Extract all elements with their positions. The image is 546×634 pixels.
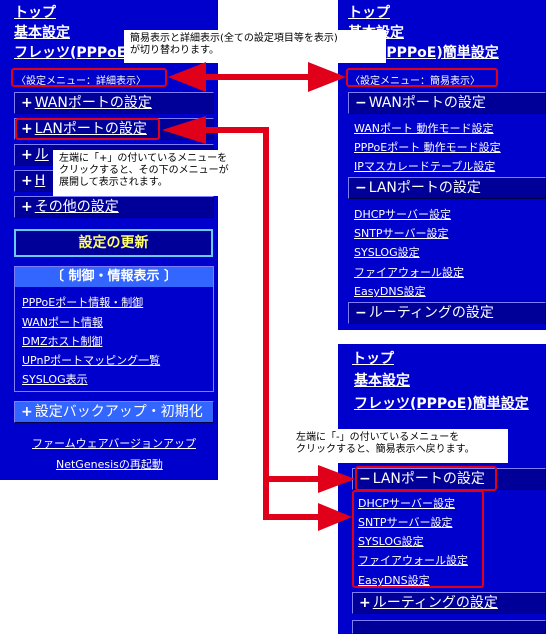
control-info-section xyxy=(14,266,214,392)
menu-label: LANポートの設定 xyxy=(34,121,147,137)
link-syslog-view[interactable]: SYSLOG表示 xyxy=(22,373,88,386)
link-sntp-server[interactable]: SNTPサーバー設定 xyxy=(354,227,449,240)
menu-wan-port[interactable]: +WANポートの設定 xyxy=(14,92,214,114)
collapse-minus-icon: − xyxy=(355,95,367,111)
link-syslog-setting[interactable]: SYSLOG設定 xyxy=(358,535,424,548)
link-dhcp-server[interactable]: DHCPサーバー設定 xyxy=(358,497,455,510)
link-easydns[interactable]: EasyDNS設定 xyxy=(354,285,426,298)
connector-line xyxy=(200,74,340,80)
menu-label: ルーティングの設定 xyxy=(368,305,494,321)
menu-mode-toggle[interactable]: 〈設定メニュー：簡易表示〉 xyxy=(350,76,480,87)
link-wan-port-info[interactable]: WANポート情報 xyxy=(22,316,104,329)
menu-label: LANポートの設定 xyxy=(372,471,485,487)
nav-link-top[interactable]: トップ xyxy=(14,5,56,21)
connector-line xyxy=(263,127,269,520)
menu-label: ル xyxy=(34,147,49,163)
menu-label: WANポートの設定 xyxy=(368,95,486,111)
link-pppoe-port-info[interactable]: PPPoEポート情報・制御 xyxy=(22,296,144,309)
expand-plus-icon: + xyxy=(21,147,33,163)
arrow-right-icon xyxy=(308,62,346,92)
expand-plus-icon: + xyxy=(21,173,33,189)
menu-backup-reset[interactable]: +設定バックアップ・初期化 xyxy=(14,401,214,423)
menu-routing[interactable]: −ルーティングの設定 xyxy=(348,302,546,324)
callout-line: 左端に「-」の付いているメニューを xyxy=(296,432,460,443)
link-dmz-host[interactable]: DMZホスト制御 xyxy=(22,335,103,348)
nav-link-top[interactable]: トップ xyxy=(352,351,394,367)
link-syslog-setting[interactable]: SYSLOG設定 xyxy=(354,246,420,259)
connector-line xyxy=(200,127,269,133)
link-firewall[interactable]: ファイアウォール設定 xyxy=(354,266,464,279)
callout-collapse-explanation: 左端に「-」の付いているメニューを クリックすると、簡易表示へ戻ります。 xyxy=(290,429,508,463)
collapse-minus-icon: − xyxy=(359,471,371,487)
nav-link-flets-pppoe-simple[interactable]: フレッツ(PPPoE)簡単設定 xyxy=(354,396,529,412)
arrow-right-icon xyxy=(318,503,352,531)
callout-line: クリックすると、簡易表示へ戻ります。 xyxy=(296,444,475,455)
menu-lan-port[interactable]: −LANポートの設定 xyxy=(348,177,546,199)
expand-plus-icon: + xyxy=(359,595,371,611)
collapse-minus-icon: − xyxy=(355,180,367,196)
nav-link-basic-settings[interactable]: 基本設定 xyxy=(14,25,70,41)
highlight-lan-menu xyxy=(15,118,160,140)
callout-line: クリックすると、その下のメニューが xyxy=(59,165,229,176)
link-wan-mode[interactable]: WANポート 動作モード設定 xyxy=(354,122,494,135)
callout-line: 展開して表示されます。 xyxy=(59,177,168,188)
link-pppoe-mode[interactable]: PPPoEポート 動作モード設定 xyxy=(354,141,501,154)
nav-link-flets-pppoe[interactable]: フレッツ(PPPoE) xyxy=(14,45,133,61)
callout-expand-explanation: 左端に「+」の付いているメニューを クリックすると、その下のメニューが 展開して… xyxy=(53,150,262,196)
link-reboot[interactable]: NetGenesisの再起動 xyxy=(56,458,163,471)
callout-toggle-explanation: 簡易表示と詳細表示(全ての設定項目等を表示) が切り替わります。 xyxy=(124,30,386,63)
menu-lan-port[interactable]: +LANポートの設定 xyxy=(14,118,214,140)
link-dhcp-server[interactable]: DHCPサーバー設定 xyxy=(354,208,451,221)
callout-line: 簡易表示と詳細表示(全ての設定項目等を表示) xyxy=(130,33,338,44)
menu-label: 設定バックアップ・初期化 xyxy=(34,404,203,420)
menu-wan-port[interactable]: −WANポートの設定 xyxy=(348,92,546,114)
menu-mode-toggle[interactable]: 〈設定メニュー：詳細表示〉 xyxy=(16,76,146,87)
arrow-left-icon xyxy=(162,116,206,144)
update-settings-button[interactable]: 設定の更新 xyxy=(14,229,213,257)
arrow-left-icon xyxy=(168,62,206,92)
menu-label: WANポートの設定 xyxy=(34,95,152,111)
link-easydns[interactable]: EasyDNS設定 xyxy=(358,574,430,587)
expand-plus-icon: + xyxy=(21,199,33,215)
menu-label: ルーティングの設定 xyxy=(372,595,498,611)
callout-line: が切り替わります。 xyxy=(130,45,219,56)
nav-link-basic-settings[interactable]: 基本設定 xyxy=(354,373,410,389)
nav-link-pppoe-simple[interactable]: (PPPoE)簡単設定 xyxy=(380,45,499,61)
connector-line xyxy=(263,476,323,482)
expand-plus-icon: + xyxy=(21,404,33,420)
link-firmware-update[interactable]: ファームウェアバージョンアップ xyxy=(32,437,197,450)
link-sntp-server[interactable]: SNTPサーバー設定 xyxy=(358,516,453,529)
expand-plus-icon: + xyxy=(21,121,33,137)
link-upnp-mapping[interactable]: UPnPポートマッピング一覧 xyxy=(22,354,161,367)
highlight-detail-toggle xyxy=(11,68,167,87)
connector-line xyxy=(263,514,323,520)
callout-line: 左端に「+」の付いているメニューを xyxy=(59,153,228,164)
nav-link-top[interactable]: トップ xyxy=(348,5,390,21)
control-info-header: 〔 制御・情報表示 〕 xyxy=(15,267,213,287)
link-ip-masquerade[interactable]: IPマスカレードテーブル設定 xyxy=(354,160,496,173)
arrow-right-icon xyxy=(318,465,355,493)
collapse-minus-icon: − xyxy=(355,305,367,321)
highlight-lan-subitems xyxy=(352,490,484,588)
menu-label: その他の設定 xyxy=(34,199,119,215)
menu-label: H xyxy=(34,173,46,189)
link-firewall[interactable]: ファイアウォール設定 xyxy=(358,554,468,567)
menu-other-settings[interactable]: +その他の設定 xyxy=(14,196,214,218)
highlight-simple-toggle xyxy=(346,68,498,87)
expand-plus-icon: + xyxy=(21,95,33,111)
menu-label: LANポートの設定 xyxy=(368,180,481,196)
